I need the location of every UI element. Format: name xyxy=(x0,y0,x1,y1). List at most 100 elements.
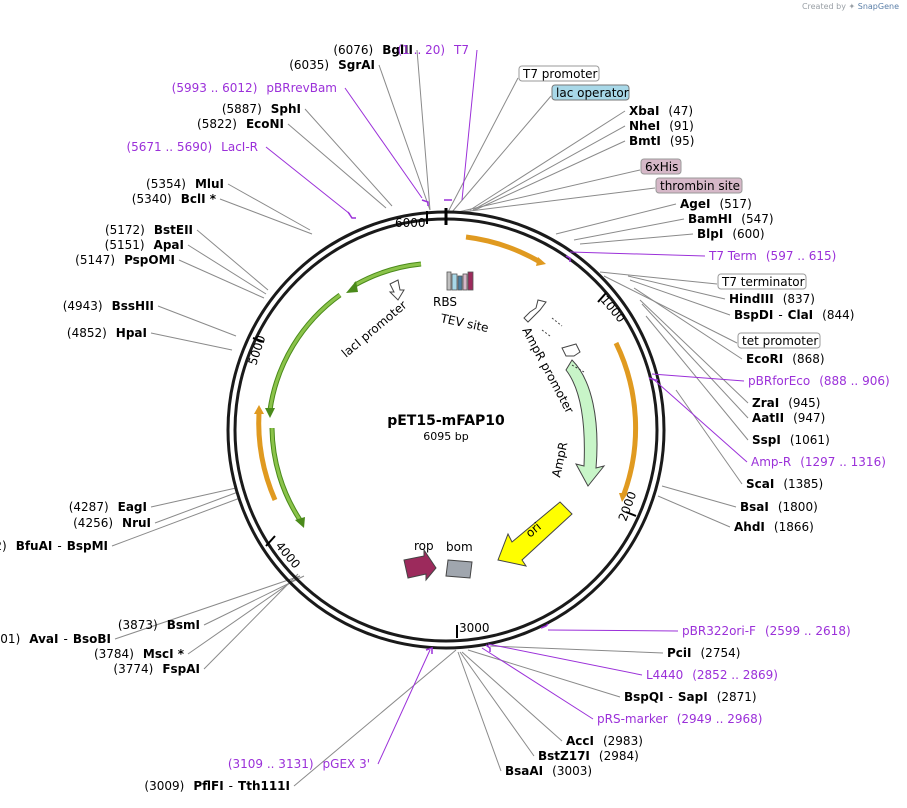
label-bom: bom xyxy=(446,540,473,554)
site-label-nhei: NheI(91) xyxy=(629,119,694,133)
his-tag-box xyxy=(640,158,682,175)
site-label-avai: (3801)AvaI-BsoBI xyxy=(0,632,111,646)
primer-mark-l4440 xyxy=(485,644,491,652)
site-label-bfuai: (4172)BfuAI-BspMI xyxy=(0,539,108,553)
leader-hindiii xyxy=(627,275,726,300)
leader-box-0 xyxy=(447,77,519,213)
tet-promoter-label: tet promoter xyxy=(742,334,818,348)
primer-leader-t7 xyxy=(461,49,478,201)
leader-scai xyxy=(675,389,743,485)
leader-ahdi xyxy=(657,495,731,528)
promoter-dash-2 xyxy=(541,329,551,337)
tev-mark xyxy=(467,271,474,291)
primer-label-amp-r: Amp-R(1297 .. 1316) xyxy=(751,455,886,469)
leader-apai xyxy=(187,244,267,295)
lac-operator-label: lac operator xyxy=(556,86,629,100)
bom-box xyxy=(445,559,473,579)
t7-promoter-label: T7 promoter xyxy=(522,67,598,81)
primer-label-laci-r: (5671 .. 5690)LacI-R xyxy=(126,140,258,154)
leader-mlui xyxy=(227,183,311,231)
leader-bglii xyxy=(416,49,431,211)
site-label-bsai: BsaI(1800) xyxy=(740,500,818,514)
site-label-fspai: (3774)FspAI xyxy=(113,662,200,676)
tick-4000 xyxy=(265,535,276,547)
site-label-aatii: AatII(947) xyxy=(752,411,825,425)
credit-prefix: Created by xyxy=(801,2,846,11)
primer-label-pbrrevbam: (5993 .. 6012)pBRrevBam xyxy=(172,81,337,95)
site-label-bamhi: BamHI(547) xyxy=(688,212,774,226)
leader-ecori xyxy=(633,287,743,360)
site-label-zrai: ZraI(945) xyxy=(752,396,820,410)
primer-leader-amp-r xyxy=(651,377,748,463)
site-label-hpai: (4852)HpaI xyxy=(67,326,147,340)
site-label-blpi: BlpI(600) xyxy=(697,227,765,241)
thrombin-label: thrombin site xyxy=(660,179,740,193)
primer-leader-pbr322ori-f xyxy=(547,629,679,632)
tick-label-6000: 6000 xyxy=(395,216,426,230)
site-label-scai: ScaI(1385) xyxy=(746,477,823,491)
cds-arrowhead-left xyxy=(254,405,264,414)
cds-arrowhead-top xyxy=(536,257,546,266)
site-label-sphi: (5887)SphI xyxy=(222,102,301,116)
leader-box-1 xyxy=(451,95,552,213)
primer-leader-pbrforeco xyxy=(651,373,745,382)
laci-arc-mid-fill xyxy=(268,293,341,411)
leader-pspomi xyxy=(178,259,265,299)
leader-msci xyxy=(187,575,301,655)
site-label-mlui: (5354)MluI xyxy=(146,177,224,191)
site-label-bsteii: (5172)BstEII xyxy=(105,223,193,237)
site-label-ecori: EcoRI(868) xyxy=(746,352,825,366)
primer-label-t7: (1 .. 20)T7 xyxy=(398,43,470,57)
tick-label-3000: 3000 xyxy=(459,621,490,635)
plasmid-length: 6095 bp xyxy=(423,430,468,443)
t7-promoter-box xyxy=(518,65,600,82)
site-label-eagi: (4287)EagI xyxy=(69,500,147,514)
primer-mark-t7-term xyxy=(565,255,571,262)
leader-blpi xyxy=(579,233,694,245)
leader-acci xyxy=(461,651,563,742)
site-label-hindiii: HindIII(837) xyxy=(729,292,815,306)
cds-arc-right xyxy=(613,341,639,495)
primer-label-pgex-3: (3109 .. 3131)pGEX 3' xyxy=(228,757,370,771)
primer-leader-laci-r xyxy=(265,146,351,215)
leader-box-5 xyxy=(603,275,738,344)
snapgene-credit: Created by ✦ SnapGene xyxy=(802,2,899,11)
label-tev-site: TEV site xyxy=(438,311,489,335)
site-label-bspdi: BspDI-ClaI(844) xyxy=(734,308,854,322)
site-label-bsaai: BsaAI(3003) xyxy=(505,764,592,778)
label-rbs: RBS xyxy=(433,295,457,309)
leader-bsaai xyxy=(457,651,502,772)
site-label-bsshii: (4943)BssHII xyxy=(63,299,154,313)
cds-arc-left xyxy=(256,411,278,502)
rbs-tev-cluster xyxy=(446,271,474,291)
laci-cds xyxy=(265,261,422,528)
cds-arc-top xyxy=(465,234,542,265)
primer-mark-pbr322ori-f xyxy=(540,623,549,629)
his-tag-label: 6xHis xyxy=(645,160,678,174)
site-label-pflfi: (3009)PflFI-Tth111I xyxy=(144,779,290,793)
leader-pcii xyxy=(489,645,664,654)
leader-bspdi xyxy=(629,279,731,316)
site-label-bstz17i: BstZ17I(2984) xyxy=(538,749,639,763)
leader-fspai xyxy=(203,573,299,670)
orange-cds-arrows xyxy=(254,234,639,502)
primer-mark-pgex3 xyxy=(425,646,433,654)
laci-promoter-arrow xyxy=(388,279,405,301)
laci-arrowhead-top xyxy=(346,281,358,293)
leader-eagi xyxy=(150,487,237,508)
leader-box-3 xyxy=(461,187,656,213)
primer-leader-l4440 xyxy=(487,643,643,676)
leader-econi xyxy=(287,123,387,209)
leader-aatii xyxy=(641,303,749,419)
site-label-agei: AgeI(517) xyxy=(680,197,752,211)
site-label-econi: (5822)EcoNI xyxy=(197,117,284,131)
site-label-bspqi: BspQI-SapI(2871) xyxy=(624,690,757,704)
primer-label-t7-term: T7 Term(597 .. 615) xyxy=(708,249,836,263)
laci-arc-top xyxy=(353,261,422,288)
leader-bspqi xyxy=(467,649,621,698)
credit-brand: SnapGene xyxy=(857,2,899,11)
tick-2000 xyxy=(625,511,637,517)
boxed-labels: T7 promoter lac operator 6xHis thrombin … xyxy=(518,65,821,349)
ampr-arrow xyxy=(565,359,606,487)
leader-bsteii xyxy=(196,229,269,291)
